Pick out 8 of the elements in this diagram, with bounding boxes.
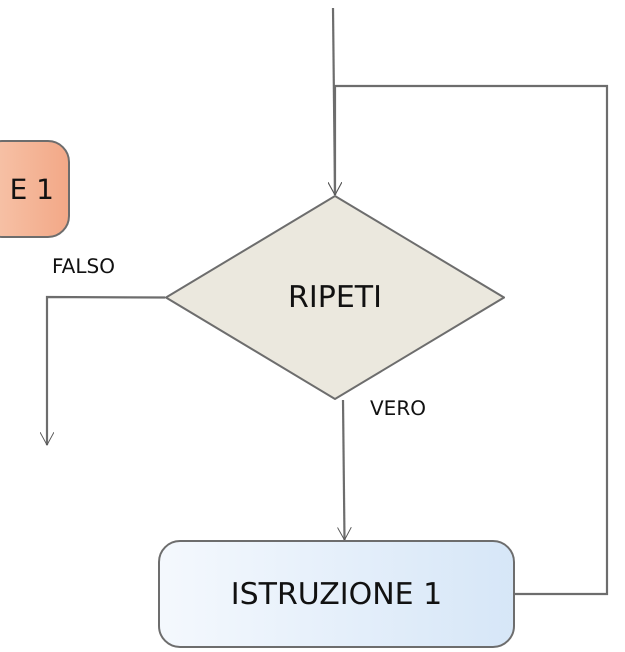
node-label: ISTRUZIONE 1: [230, 576, 442, 612]
node-label: E 1: [10, 172, 54, 206]
node-label: RIPETI: [288, 280, 382, 315]
arrow: [336, 400, 352, 540]
process-box: [158, 540, 515, 648]
process-box: [0, 140, 70, 238]
arrow: [328, 84, 608, 596]
arrow: [40, 296, 165, 446]
